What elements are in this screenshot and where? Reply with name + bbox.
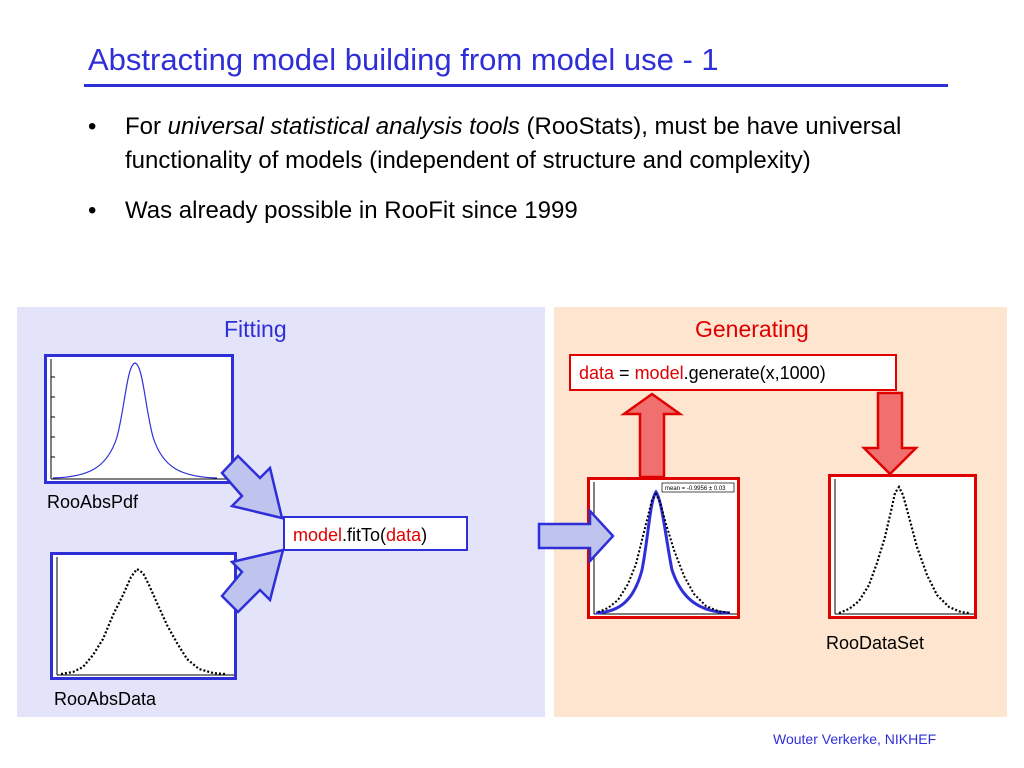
fit-call-method: .fitTo( <box>342 525 387 545</box>
bullet-marker: • <box>88 113 97 140</box>
dataset-plot-box <box>828 474 977 619</box>
data-label: RooAbsData <box>54 689 157 709</box>
bullet-2-text: Was already possible in RooFit since 199… <box>125 197 578 224</box>
histogram-points-plot-icon <box>56 557 234 676</box>
data-plot-box <box>50 552 237 680</box>
dataset-label: RooDataSet <box>826 633 925 653</box>
down-arrow-icon <box>860 391 920 476</box>
bullet-item-1: • For universal statistical analysis too… <box>88 110 948 178</box>
pdf-plot-box <box>44 354 234 484</box>
slide-title: Abstracting model building from model us… <box>88 42 719 77</box>
up-arrow-icon <box>620 392 684 479</box>
generate-call-eq: = <box>614 363 635 383</box>
bullet-marker: • <box>88 197 97 224</box>
gaussian-curve-plot-icon <box>50 359 231 480</box>
pdf-to-fit-arrow-icon <box>220 454 284 520</box>
bullet-1-pre: For <box>125 113 168 140</box>
fit-call-box: model.fitTo(data) <box>283 516 468 551</box>
generating-title: Generating <box>695 316 809 342</box>
bullet-list: • For universal statistical analysis too… <box>88 110 948 244</box>
fit-call-arg: data <box>386 525 422 545</box>
bullet-item-2: • Was already possible in RooFit since 1… <box>88 194 948 228</box>
stats-box-text: mean = -0.9956 ± 0.03 <box>665 486 726 492</box>
generate-call-box: data = model.generate(x,1000) <box>569 354 897 391</box>
dataset-plot-icon <box>834 479 974 615</box>
footer-author: Wouter Verkerke, NIKHEF <box>773 731 937 747</box>
generate-call-method: .generate(x,1000) <box>683 363 826 383</box>
bullet-1-emphasis: universal statistical analysis tools <box>167 113 520 140</box>
title-underline <box>84 84 948 87</box>
fit-call-close: ) <box>421 525 428 545</box>
fit-call-model: model <box>293 525 343 545</box>
fit-to-generate-arrow-icon <box>537 507 615 565</box>
generate-call-model: model <box>634 363 684 383</box>
generate-call-lhs: data <box>579 363 615 383</box>
fit-result-plot-icon: mean = -0.9956 ± 0.03 <box>593 482 737 615</box>
data-to-fit-arrow-icon <box>220 548 285 614</box>
bullet-1-post: (RooStats), must be have universal funct… <box>125 113 902 174</box>
fitting-title: Fitting <box>224 316 287 342</box>
pdf-label: RooAbsPdf <box>47 492 139 512</box>
